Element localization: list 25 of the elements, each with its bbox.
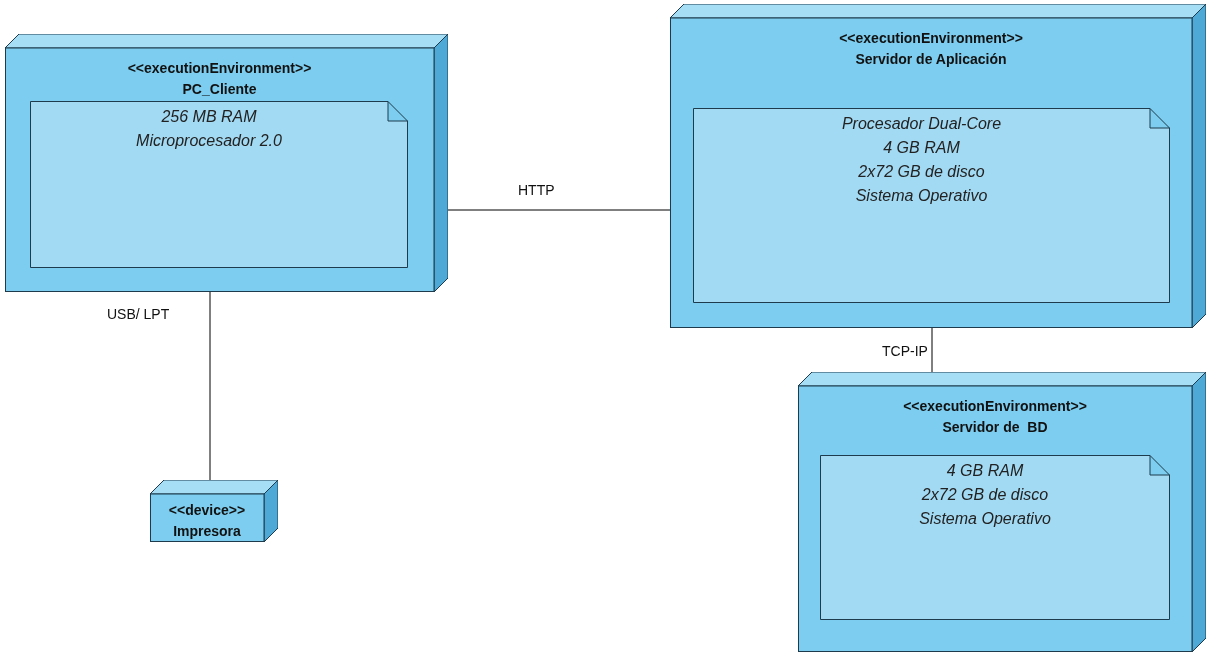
stereotype-label: <<executionEnvironment>> (903, 397, 1087, 416)
note (693, 108, 1170, 303)
stereotype-label: <<executionEnvironment>> (839, 29, 1023, 48)
node-title: Servidor de Aplicación (855, 50, 1007, 69)
edge-label: TCP-IP (882, 342, 928, 361)
note-text: 2x72 GB de disco (858, 162, 985, 182)
note-text: Sistema Operativo (919, 509, 1051, 529)
note-text: 256 MB RAM (161, 107, 257, 127)
note-text: 4 GB RAM (946, 461, 1024, 481)
stereotype-label: <<executionEnvironment>> (127, 59, 312, 78)
node-title: Impresora (173, 522, 241, 541)
node-title: Servidor de BD (942, 418, 1048, 437)
note-text: 2x72 GB de disco (921, 485, 1049, 505)
note (820, 455, 1170, 620)
stereotype-label: <<device>> (168, 501, 246, 520)
note (30, 101, 408, 268)
note-text: Microprocesador 2.0 (136, 131, 282, 151)
edge-label: HTTP (518, 181, 555, 200)
edge-label: USB/ LPT (107, 305, 170, 324)
note-text: 4 GB RAM (883, 138, 960, 158)
node-title: PC_Cliente (182, 80, 257, 99)
note-text: Procesador Dual-Core (841, 114, 1002, 134)
device-box (150, 480, 278, 542)
connector-line (447, 209, 671, 211)
note-text: Sistema Operativo (855, 186, 988, 206)
